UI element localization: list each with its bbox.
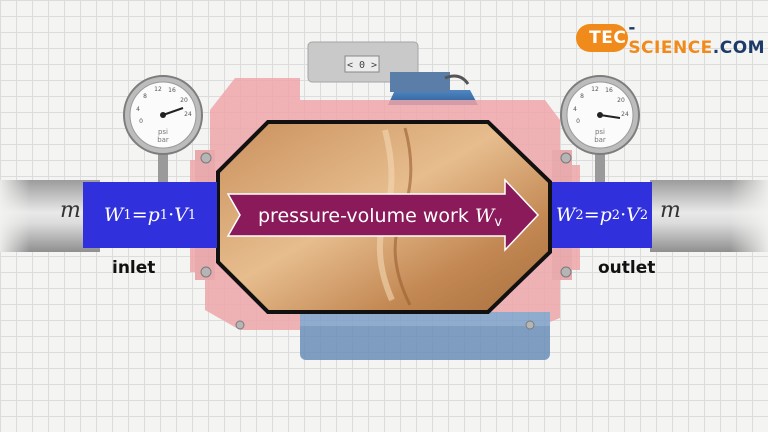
inlet-label: inlet [112,258,156,278]
svg-text:16: 16 [168,87,176,94]
tec-science-logo: TEC -SCIENCE.COM [576,18,768,58]
arrow-label: pressure-volume work Wv [258,205,502,230]
left-pressure-gauge: 0 4 8 12 16 20 24 psi bar [123,75,203,155]
svg-text:bar: bar [594,136,606,144]
svg-text:psi: psi [595,128,605,136]
left-gauge-stem [158,150,168,182]
svg-text:0: 0 [139,118,143,125]
svg-text:4: 4 [136,106,140,113]
inlet-pipe-fade [0,180,30,252]
svg-text:8: 8 [580,93,584,100]
actuator-housing [307,41,478,105]
outlet-pipe-fade [730,180,768,252]
svg-text:12: 12 [154,86,162,93]
svg-text:24: 24 [184,111,192,118]
flange-bolts [200,152,572,330]
mass-left-label: m [60,198,81,223]
work-arrow [226,178,540,252]
svg-text:4: 4 [573,106,577,113]
svg-text:24: 24 [621,111,629,118]
svg-text:16: 16 [605,87,613,94]
svg-text:20: 20 [617,97,625,104]
right-pressure-gauge: 0 4 8 12 16 20 24 psi bar [560,75,640,155]
svg-text:psi: psi [158,128,168,136]
svg-text:12: 12 [591,86,599,93]
svg-text:0: 0 [576,118,580,125]
valve-position-display: < 0 > [347,60,377,71]
outlet-label: outlet [598,258,656,278]
svg-text:bar: bar [157,136,169,144]
mass-right-label: m [660,198,681,223]
svg-text:8: 8 [143,93,147,100]
right-gauge-stem [595,150,605,182]
logo-badge: TEC [576,24,629,52]
svg-text:20: 20 [180,97,188,104]
